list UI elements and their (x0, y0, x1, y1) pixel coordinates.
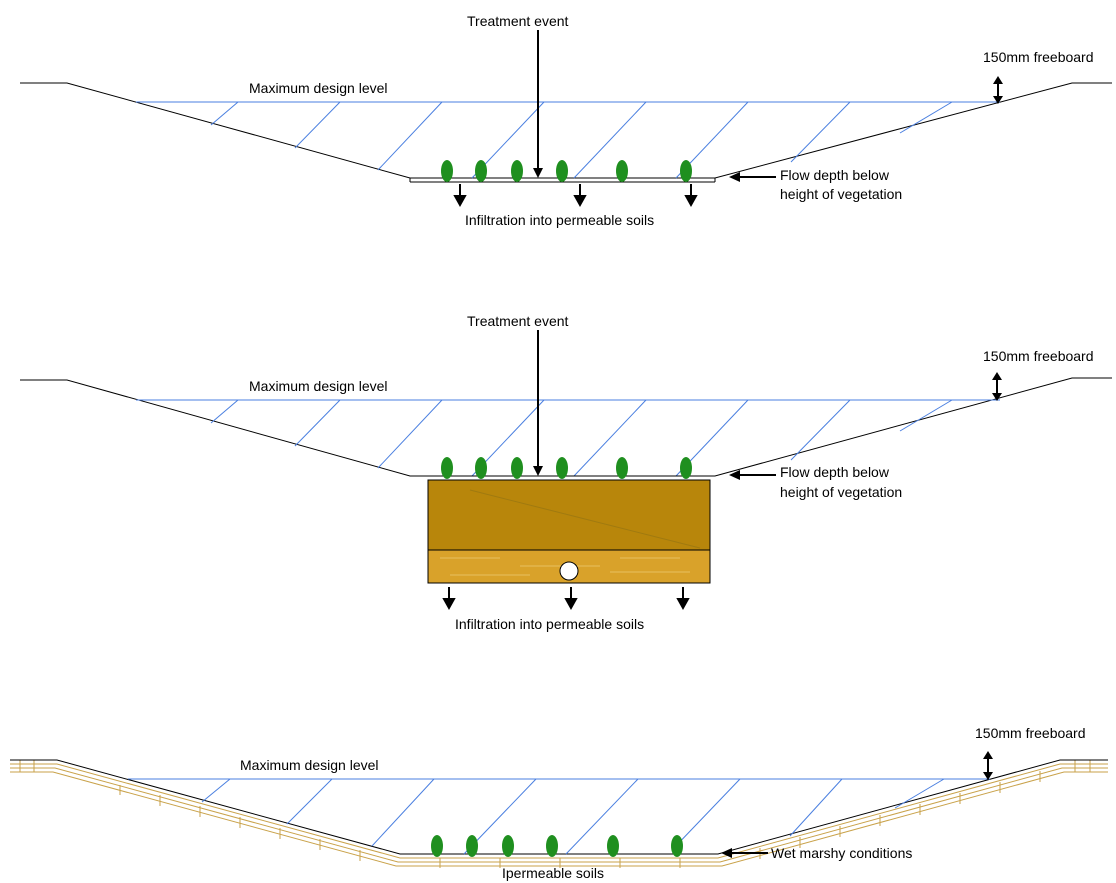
impermeable-soils-label: Ipermeable soils (502, 865, 604, 881)
underdrain-pipe (559, 561, 579, 581)
plant-icon (680, 160, 692, 182)
freeboard-label: 150mm freeboard (983, 49, 1094, 65)
plant-icon (556, 160, 568, 182)
plant-icon (556, 457, 568, 479)
infiltration-arrows (442, 587, 690, 611)
plant-icon (502, 835, 514, 857)
wet-marshy-conditions-label: Wet marshy conditions (771, 845, 912, 861)
infiltration-arrows (453, 184, 698, 208)
plant-icon (441, 457, 453, 479)
panel-3-wet-swale: Maximum design level 150mm freeboard Wet… (10, 725, 1108, 881)
freeboard-arrow (992, 372, 1002, 401)
plant-icon (466, 835, 478, 857)
maximum-design-level-label: Maximum design level (249, 378, 388, 394)
freeboard-label: 150mm freeboard (983, 348, 1094, 364)
maximum-design-level-label: Maximum design level (240, 757, 379, 773)
treatment-event-label: Treatment event (467, 313, 569, 329)
infiltration-label: Infiltration into permeable soils (455, 616, 644, 632)
maximum-design-level-label: Maximum design level (249, 80, 388, 96)
plant-icon (511, 160, 523, 182)
impermeable-soil-hatching (10, 760, 1108, 868)
vegetation (441, 160, 692, 182)
plant-icon (511, 457, 523, 479)
panel-2-underdrained-swale: Treatment event Maximum design level 150… (20, 313, 1112, 632)
plant-icon (671, 835, 683, 857)
vegetation (441, 457, 692, 479)
ground-profile (10, 759, 1108, 855)
plant-icon (431, 835, 443, 857)
flow-depth-label-line-2: height of vegetation (780, 484, 902, 500)
vegetation (431, 835, 683, 857)
plant-icon (546, 835, 558, 857)
panel-1-infiltration-swale: Treatment event Maximum design level 150… (20, 13, 1112, 228)
water-hatching (201, 778, 945, 855)
freeboard-arrow (983, 751, 993, 780)
freeboard-arrow (993, 76, 1003, 104)
water-hatching (210, 399, 953, 477)
flow-depth-label-line-2: height of vegetation (780, 186, 902, 202)
flow-depth-label-line-1: Flow depth below (780, 464, 890, 480)
treatment-event-label: Treatment event (467, 13, 569, 29)
plant-icon (475, 457, 487, 479)
infiltration-label: Infiltration into permeable soils (465, 212, 654, 228)
plant-icon (607, 835, 619, 857)
freeboard-label: 150mm freeboard (975, 725, 1086, 741)
plant-icon (616, 457, 628, 479)
flow-depth-label-line-1: Flow depth below (780, 167, 890, 183)
plant-icon (475, 160, 487, 182)
plant-icon (680, 457, 692, 479)
plant-icon (441, 160, 453, 182)
plant-icon (616, 160, 628, 182)
